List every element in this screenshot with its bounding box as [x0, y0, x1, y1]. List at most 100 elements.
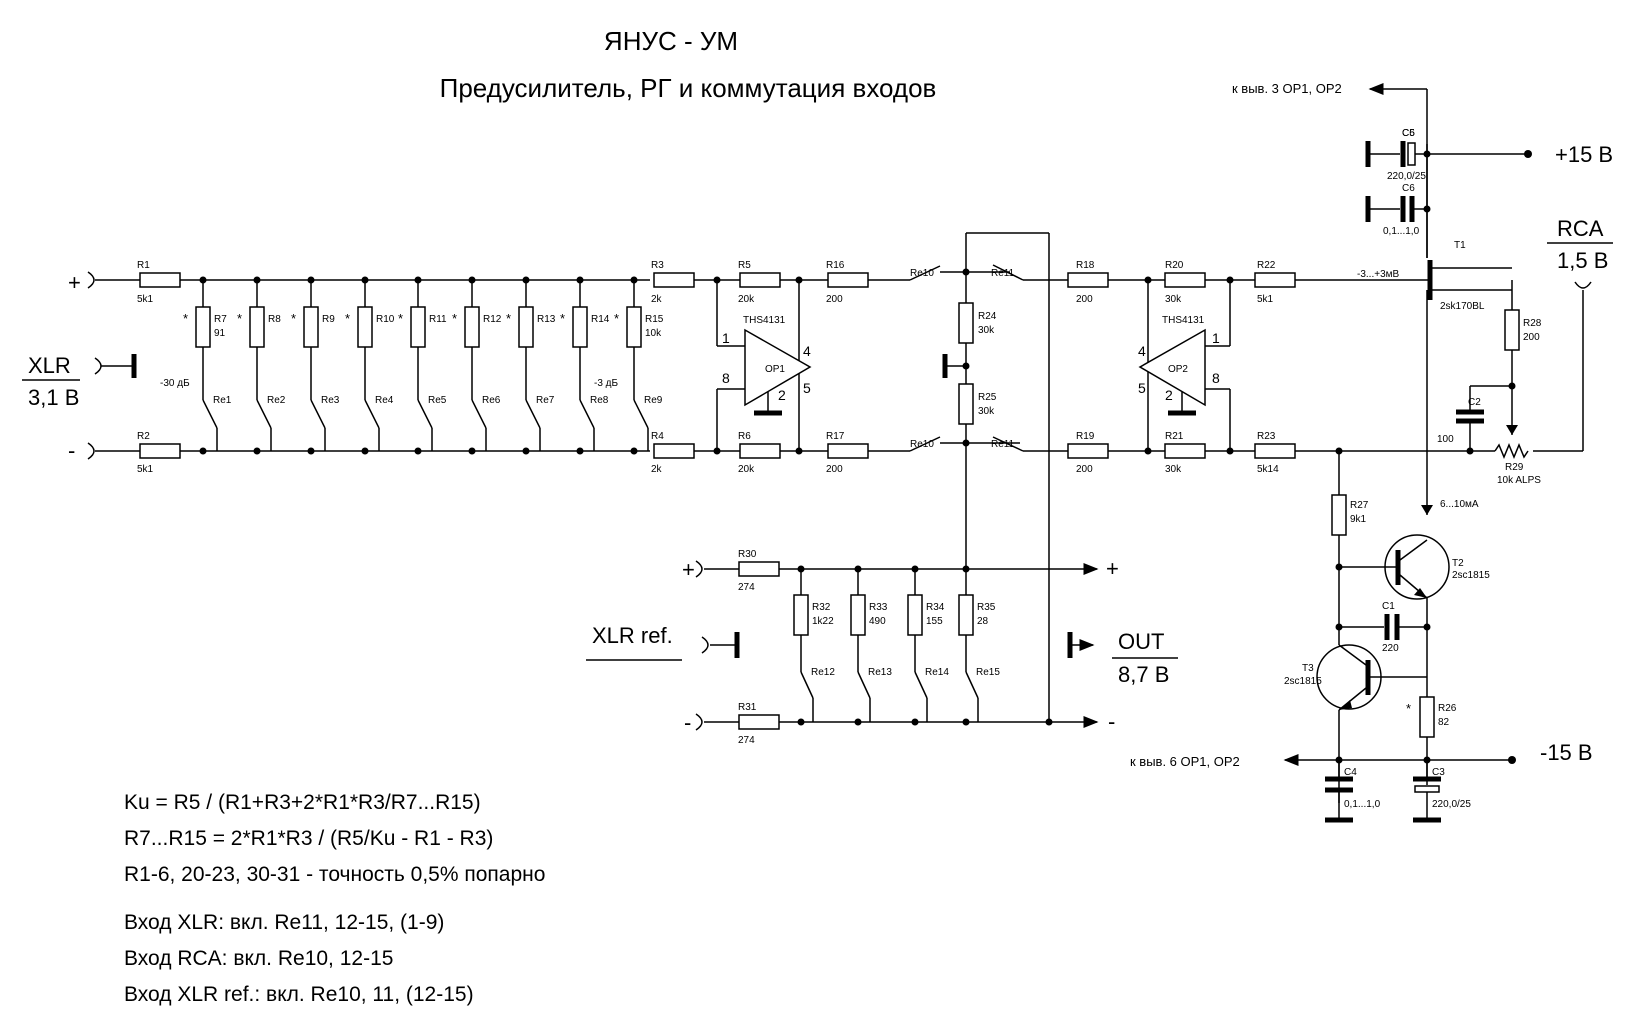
svg-text:100: 100 — [1437, 434, 1454, 445]
svg-text:R25: R25 — [978, 392, 997, 403]
svg-text:9k1: 9k1 — [1350, 514, 1367, 525]
relay-label: Re1 — [213, 395, 232, 406]
select-star: * — [183, 311, 188, 326]
svg-text:OP2: OP2 — [1168, 364, 1188, 375]
xlr-minus-label: - — [68, 438, 75, 463]
op2-stage: R20 30k R21 30k OP2 THS4131 4 5 1 8 2 — [1138, 260, 1231, 475]
svg-text:1: 1 — [1212, 330, 1220, 346]
svg-text:2: 2 — [1165, 387, 1173, 403]
op2-type: THS4131 — [1162, 315, 1205, 326]
resistor-value: 155 — [926, 616, 943, 627]
relay-label: Re4 — [375, 395, 394, 406]
relay-contact — [633, 399, 649, 429]
svg-text:5: 5 — [1138, 380, 1146, 396]
input-select-relays: Re10 Re10 Re11 Re11 — [909, 232, 1068, 722]
svg-text:R24: R24 — [978, 311, 997, 322]
to-pin3-label: к выв. 3 OP1, OP2 — [1232, 81, 1342, 96]
svg-text:1: 1 — [722, 330, 730, 346]
xlr-plus-label: + — [68, 270, 81, 295]
r9-resistor — [303, 306, 319, 348]
relay-contact — [364, 399, 380, 429]
r24-resistor — [958, 302, 974, 344]
r30-resistor — [738, 561, 780, 577]
relay-label: Re14 — [925, 667, 949, 678]
svg-text:C1: C1 — [1382, 601, 1395, 612]
resistor-ref: R35 — [977, 602, 996, 613]
relay-contact — [471, 399, 487, 429]
svg-text:200: 200 — [1076, 464, 1093, 475]
r29-value: 10k ALPS — [1497, 475, 1541, 486]
xlr-input-section: + - XLR 3,1 В — [22, 270, 137, 463]
relay-contact — [857, 671, 871, 699]
resistor-ref: R8 — [268, 314, 281, 325]
svg-text:R19: R19 — [1076, 431, 1095, 442]
r16-resistor — [827, 272, 869, 288]
junction-dot — [199, 447, 207, 455]
junction-dot — [797, 718, 805, 726]
select-star: * — [345, 311, 350, 326]
svg-text:20k: 20k — [738, 464, 755, 475]
svg-text:30k: 30k — [978, 325, 995, 336]
svg-text:220,0/25: 220,0/25 — [1387, 171, 1426, 182]
resistor-ref: R15 — [645, 314, 664, 325]
ref-minus-label: - — [684, 710, 691, 735]
resistor-ref: R33 — [869, 602, 888, 613]
svg-text:220: 220 — [1382, 643, 1399, 654]
svg-text:R21: R21 — [1165, 431, 1184, 442]
svg-text:R2: R2 — [137, 431, 150, 442]
svg-text:274: 274 — [738, 582, 755, 593]
svg-text:R17: R17 — [826, 431, 845, 442]
relay-contact — [256, 399, 272, 429]
bias-voltage-label: -3...+3мВ — [1357, 269, 1400, 280]
resistor-ref: R14 — [591, 314, 610, 325]
r4-resistor — [653, 443, 695, 459]
relay-label: Re13 — [868, 667, 892, 678]
junction-dot — [854, 718, 862, 726]
xlr-minus-jack — [87, 442, 95, 460]
resistor-ref: R34 — [926, 602, 945, 613]
jfet-section: T1 2sk170BL R28 200 C2 100 R29 10k ALPS … — [1426, 144, 1613, 486]
resistor-value: 1k22 — [812, 616, 834, 627]
plus-supply-label: +15 В — [1555, 142, 1613, 167]
design-notes: Ku = R5 / (R1+R3+2*R1*R3/R7...R15) R7...… — [124, 791, 545, 1006]
rca-level: 1,5 В — [1557, 248, 1608, 273]
resistor-ref: R9 — [322, 314, 335, 325]
svg-text:R28: R28 — [1523, 318, 1542, 329]
svg-text:R30: R30 — [738, 549, 757, 560]
xlr-label: XLR — [28, 353, 71, 378]
junction-dot — [576, 447, 584, 455]
relay-contact — [417, 399, 433, 429]
svg-text:5k1: 5k1 — [1257, 294, 1274, 305]
resistor-value: 91 — [214, 328, 226, 339]
svg-text:82: 82 — [1438, 717, 1450, 728]
svg-text:R22: R22 — [1257, 260, 1276, 271]
svg-text:200: 200 — [826, 294, 843, 305]
svg-text:C4: C4 — [1344, 767, 1357, 778]
junction-dot — [414, 447, 422, 455]
svg-text:T2: T2 — [1452, 558, 1464, 569]
relay-label: Re3 — [321, 395, 340, 406]
relay-label: Re12 — [811, 667, 835, 678]
svg-text:C2: C2 — [1468, 397, 1481, 408]
note-resistor-formula: R7...R15 = 2*R1*R3 / (R5/Ku - R1 - R3) — [124, 827, 493, 850]
svg-text:R31: R31 — [738, 702, 757, 713]
current-label: 6...10мА — [1440, 499, 1479, 510]
r28-resistor — [1504, 309, 1520, 351]
svg-text:5k1: 5k1 — [137, 294, 154, 305]
r13-resistor — [518, 306, 534, 348]
svg-text:R29: R29 — [1505, 462, 1524, 473]
svg-text:R5: R5 — [738, 260, 751, 271]
note-gain-formula: Ku = R5 / (R1+R3+2*R1*R3/R7...R15) — [124, 791, 481, 814]
svg-text:30k: 30k — [1165, 294, 1182, 305]
resistor-ref: R7 — [214, 314, 227, 325]
svg-text:5k1: 5k1 — [137, 464, 154, 475]
r7-resistor — [195, 306, 211, 348]
note-input-xlr: Вход XLR: вкл. Re11, 12-15, (1-9) — [124, 911, 444, 934]
svg-text:R16: R16 — [826, 260, 845, 271]
junction-dot — [253, 447, 261, 455]
r29-potentiometer — [1494, 443, 1529, 459]
current-source: 6...10мА T2 2sc1815 C1 220 R27 9k1 T3 2s… — [1284, 290, 1490, 803]
r31-resistor — [738, 714, 780, 730]
op2-amplifier — [1138, 328, 1206, 407]
r14-resistor — [572, 306, 588, 348]
